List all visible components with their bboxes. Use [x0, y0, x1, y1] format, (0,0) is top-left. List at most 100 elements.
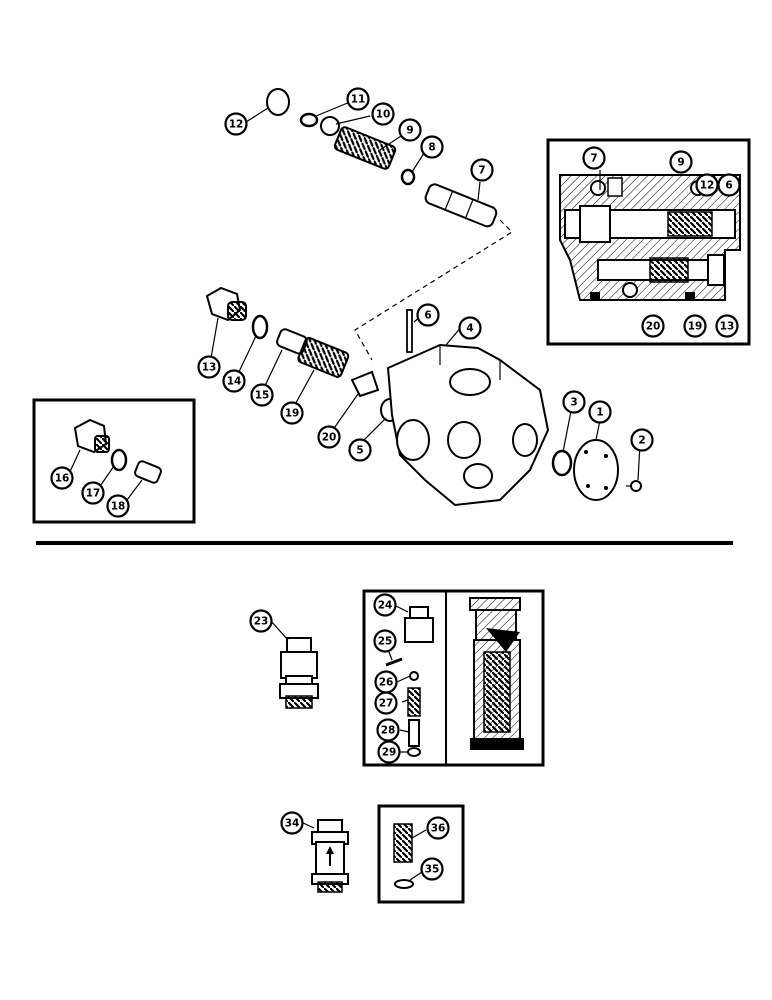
callout-26: 26	[374, 670, 398, 694]
callout-2: 2	[630, 428, 654, 452]
o-ring-part-11	[299, 112, 319, 128]
callout-number: 9	[406, 125, 413, 137]
callout-35: 35	[420, 857, 444, 881]
callout-34: 34	[280, 811, 304, 835]
callout-24: 24	[373, 593, 397, 617]
callout-number: 12	[700, 180, 715, 192]
callout-number: 11	[351, 94, 366, 106]
callout-number: 16	[55, 473, 70, 485]
check-valve-inset	[377, 804, 465, 904]
callout-number: 25	[378, 636, 393, 648]
callout-20: 20	[641, 314, 665, 338]
callout-number: 6	[424, 310, 431, 322]
callout-14: 14	[222, 369, 246, 393]
callout-number: 18	[111, 501, 126, 513]
callout-1: 1	[588, 400, 612, 424]
callout-4: 4	[458, 316, 482, 340]
callout-number: 26	[379, 677, 394, 689]
callout-12: 12	[224, 112, 248, 136]
callout-19: 19	[683, 314, 707, 338]
callout-number: 10	[376, 109, 391, 121]
assembly-guide-line	[354, 219, 513, 361]
spring-part-19	[297, 336, 350, 378]
callout-number: 34	[285, 818, 300, 830]
callout-19: 19	[280, 401, 304, 425]
callout-number: 20	[646, 321, 661, 333]
callout-number: 36	[431, 823, 446, 835]
spool-part-7	[424, 183, 498, 228]
ball-part-26	[409, 671, 419, 681]
callout-17: 17	[81, 481, 105, 505]
callout-8: 8	[420, 135, 444, 159]
callout-23: 23	[249, 609, 273, 633]
clip-part-8	[400, 168, 416, 186]
plunger-part-28	[408, 719, 420, 747]
inset-frame-bottom	[377, 804, 465, 904]
callout-11: 11	[346, 87, 370, 111]
callout-number: 2	[638, 435, 645, 447]
callout-3: 3	[562, 390, 586, 414]
callout-number: 4	[466, 323, 473, 335]
callout-number: 3	[570, 397, 577, 409]
callout-20: 20	[317, 425, 341, 449]
callout-7: 7	[582, 146, 606, 170]
callout-number: 27	[379, 698, 394, 710]
callout-25: 25	[373, 629, 397, 653]
relief-valve-inset	[362, 589, 545, 767]
callout-number: 14	[227, 376, 242, 388]
plug-part-13	[205, 286, 247, 322]
callout-6: 6	[416, 303, 440, 327]
callout-10: 10	[371, 102, 395, 126]
spring-part-27	[407, 687, 421, 717]
pin-part-6	[406, 309, 413, 353]
o-ring-part-35	[394, 879, 414, 889]
poppet-part-20	[350, 370, 380, 398]
section-divider	[36, 541, 733, 545]
callout-27: 27	[374, 691, 398, 715]
callout-number: 19	[285, 408, 300, 420]
exploded-view-top	[205, 88, 642, 507]
valve-body-part-4	[386, 343, 550, 507]
check-valve-part-34	[311, 819, 349, 893]
callout-number: 12	[229, 119, 244, 131]
spring-part-9	[333, 126, 397, 170]
sleeve-part-18	[134, 460, 162, 484]
callout-number: 19	[688, 321, 703, 333]
callout-number: 1	[596, 407, 603, 419]
callout-number: 35	[425, 864, 440, 876]
callout-15: 15	[250, 383, 274, 407]
callout-12: 12	[695, 173, 719, 197]
callout-number: 15	[255, 390, 270, 402]
callout-36: 36	[426, 816, 450, 840]
o-ring-part-14	[251, 314, 269, 340]
spring-part-36	[393, 823, 413, 863]
callout-5: 5	[348, 438, 372, 462]
callout-number: 8	[428, 142, 435, 154]
callout-number: 9	[677, 157, 684, 169]
relief-valve-part-23	[279, 637, 319, 709]
pin-part-25	[385, 657, 403, 667]
callout-number: 7	[590, 153, 597, 165]
o-ring-part-17	[110, 448, 128, 472]
callout-number: 23	[254, 616, 269, 628]
screw-part-2	[626, 480, 642, 492]
callout-number: 28	[381, 725, 396, 737]
callout-28: 28	[376, 718, 400, 742]
cap-part-12	[266, 88, 290, 116]
callout-9: 9	[398, 118, 422, 142]
callout-18: 18	[106, 494, 130, 518]
washer-part-10	[320, 116, 340, 136]
callout-number: 29	[382, 747, 397, 759]
callout-number: 13	[720, 321, 735, 333]
callout-29: 29	[377, 740, 401, 764]
callout-number: 13	[202, 362, 217, 374]
callout-7: 7	[470, 158, 494, 182]
callout-number: 20	[322, 432, 337, 444]
callout-number: 17	[86, 488, 101, 500]
callout-6: 6	[717, 173, 741, 197]
cover-plate-part-1	[573, 439, 619, 501]
callout-13: 13	[197, 355, 221, 379]
callout-number: 24	[378, 600, 393, 612]
